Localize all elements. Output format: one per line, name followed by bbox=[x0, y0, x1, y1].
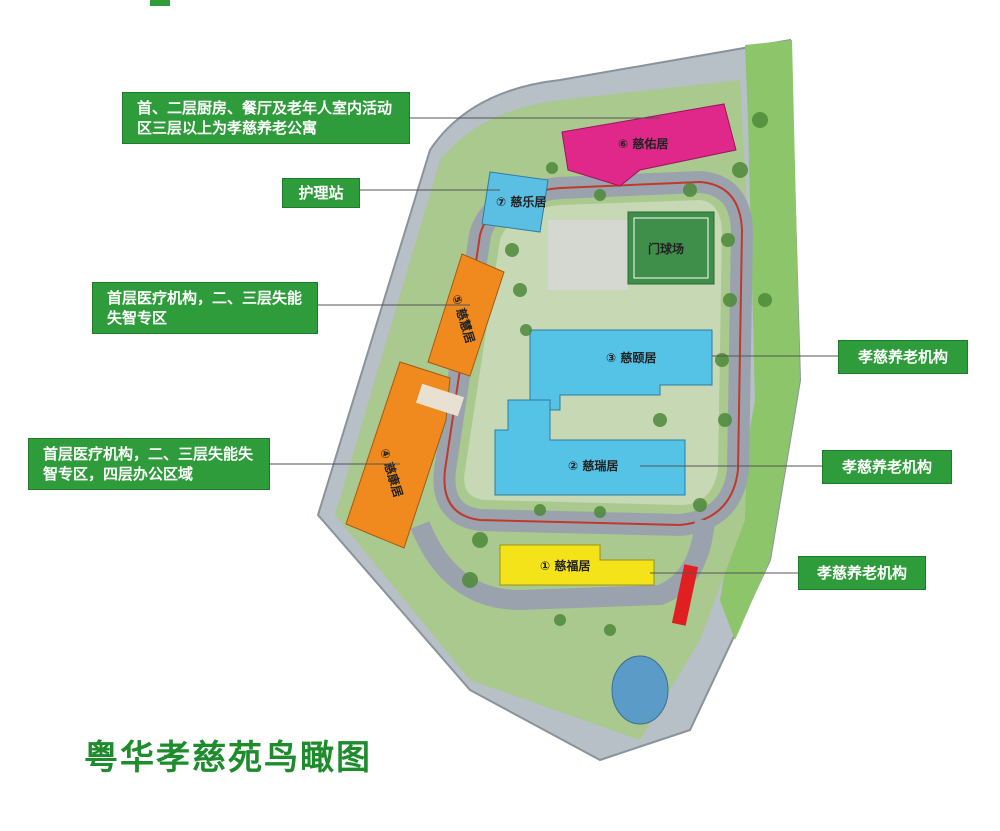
callout-nurse-text: 护理站 bbox=[298, 184, 344, 202]
page-title: 粤华孝慈苑鸟瞰图 bbox=[84, 738, 372, 778]
gateball-court-lines bbox=[633, 217, 709, 279]
building-5 bbox=[427, 253, 505, 377]
callout-right-3-text: 孝慈养老机构 bbox=[816, 564, 907, 582]
building-1-label: ① 慈福居 bbox=[540, 558, 590, 573]
gateball-court bbox=[627, 211, 715, 285]
pond bbox=[611, 655, 669, 725]
building-6-label: ⑥ 慈佑居 bbox=[618, 136, 668, 151]
callout-top: 首、二层厨房、餐厅及老年人室内活动区三层以上为孝慈养老公寓 bbox=[122, 92, 410, 144]
callout-right-2: 孝慈养老机构 bbox=[822, 450, 952, 484]
plaza bbox=[548, 220, 628, 290]
callout-mid-left: 首层医疗机构，二、三层失能失智专区 bbox=[92, 282, 318, 334]
building-2-label: ② 慈瑞居 bbox=[568, 458, 618, 473]
callout-right-1-text: 孝慈养老机构 bbox=[857, 348, 948, 366]
building-7 bbox=[481, 171, 549, 233]
callout-low-left: 首层医疗机构，二、三层失能失智专区，四层办公区域 bbox=[28, 438, 270, 490]
entrance-gate bbox=[671, 564, 699, 626]
building-2 bbox=[494, 399, 686, 496]
building-1 bbox=[499, 544, 655, 586]
callout-nurse-station: 护理站 bbox=[282, 178, 360, 208]
callout-right-3: 孝慈养老机构 bbox=[798, 556, 926, 590]
lower-road bbox=[410, 518, 715, 611]
building-6 bbox=[561, 103, 737, 187]
building-7-label: ⑦ 慈乐居 bbox=[496, 194, 546, 209]
trees bbox=[462, 112, 772, 636]
callout-right-1: 孝慈养老机构 bbox=[838, 340, 968, 374]
leader-lines bbox=[270, 117, 838, 574]
top-accent-bar bbox=[150, 0, 170, 6]
building-3-label: ③ 慈颐居 bbox=[606, 350, 656, 365]
building-4 bbox=[345, 361, 451, 549]
callout-low-left-text: 首层医疗机构，二、三层失能失智专区，四层办公区域 bbox=[43, 445, 254, 483]
callout-mid-left-text: 首层医疗机构，二、三层失能失智专区 bbox=[107, 289, 303, 327]
stair-block bbox=[415, 383, 465, 417]
gateball-label: 门球场 bbox=[648, 241, 684, 256]
callout-top-text: 首、二层厨房、餐厅及老年人室内活动区三层以上为孝慈养老公寓 bbox=[137, 99, 393, 137]
callout-right-2-text: 孝慈养老机构 bbox=[841, 458, 932, 476]
